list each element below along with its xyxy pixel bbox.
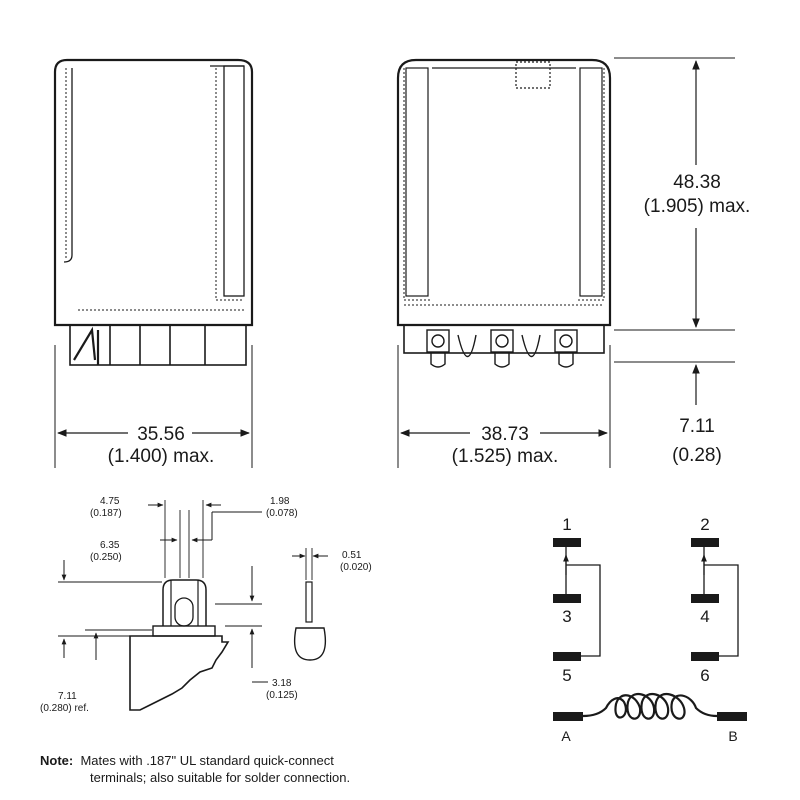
- coil-b-label: B: [728, 728, 737, 744]
- terminal-length-value: 7.11: [679, 416, 715, 437]
- dimension-front-width: 38.73 (1.525) max.: [400, 424, 608, 467]
- pin-5-label: 5: [562, 666, 571, 685]
- front-view: [396, 58, 612, 468]
- note-label: Note:: [40, 753, 74, 768]
- dimension-height: 48.38 (1.905) max.: [614, 57, 751, 331]
- thickness-value: 0.51: [342, 550, 362, 561]
- tab-offset-inch: (0.250): [90, 552, 122, 563]
- coil-a-label: A: [561, 728, 571, 744]
- pin-3-label: 3: [562, 607, 571, 626]
- dimension-terminal-length: 7.11 (0.28): [614, 361, 735, 466]
- side-view: [53, 58, 254, 468]
- hole-width-value: 1.98: [270, 496, 290, 507]
- tab-offset-value: 6.35: [100, 540, 120, 551]
- tab-width-inch: (0.187): [90, 508, 122, 519]
- pin-2-label: 2: [700, 515, 709, 534]
- pin-1-label: 1: [562, 515, 571, 534]
- shoulder-value: 3.18: [272, 678, 292, 689]
- terminal-length-inch: (0.28): [672, 445, 722, 466]
- side-width-inch: (1.400) max.: [108, 446, 215, 467]
- hole-width-inch: (0.078): [266, 508, 298, 519]
- thickness-inch: (0.020): [340, 562, 372, 573]
- side-width-value: 35.56: [137, 424, 185, 445]
- dimension-side-width: 35.56 (1.400) max.: [57, 424, 250, 467]
- front-width-value: 38.73: [481, 424, 529, 445]
- front-width-inch: (1.525) max.: [452, 446, 559, 467]
- terminal-detail: 4.75 (0.187) 1.98 (0.078) 6.35 (0.250) 0…: [40, 496, 372, 714]
- ref-length-inch: (0.280) ref.: [40, 703, 89, 714]
- pin-6-label: 6: [700, 666, 709, 685]
- note: Note: Mates with .187" UL standard quick…: [40, 752, 350, 786]
- ref-length-value: 7.11: [58, 691, 77, 702]
- note-line-1: Mates with .187" UL standard quick-conne…: [80, 753, 334, 768]
- height-inch: (1.905) max.: [644, 196, 751, 217]
- pin-4-label: 4: [700, 607, 709, 626]
- shoulder-inch: (0.125): [266, 690, 298, 701]
- height-value: 48.38: [673, 172, 721, 193]
- wiring-schematic: 1 3 5 2 4 6 A B: [553, 515, 747, 744]
- note-line-2: terminals; also suitable for solder conn…: [90, 770, 351, 785]
- tab-width-value: 4.75: [100, 496, 120, 507]
